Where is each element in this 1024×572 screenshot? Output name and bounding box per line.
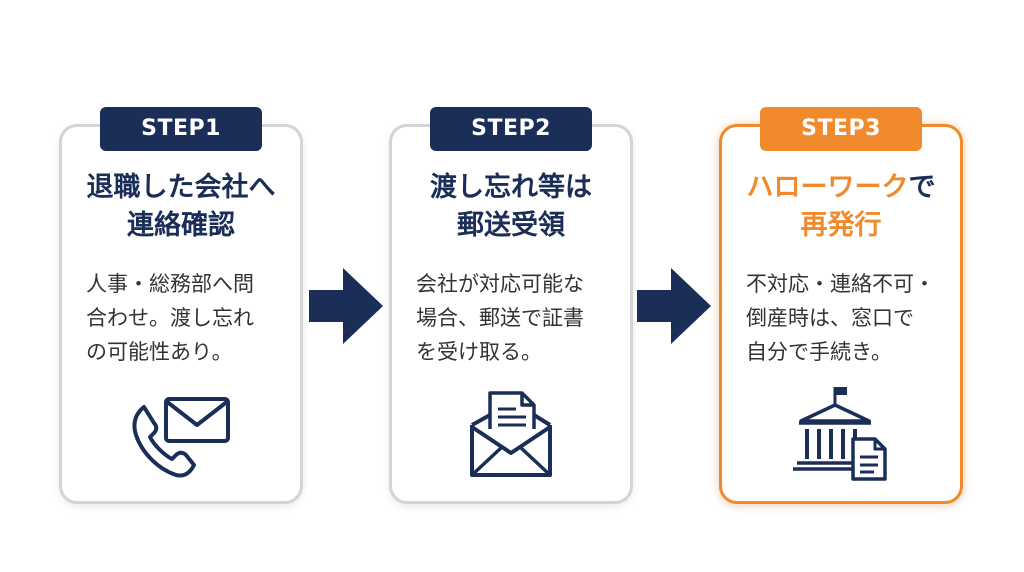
- step-1-title-line-2: 連絡確認: [127, 210, 235, 241]
- step-3-title-line-2: 再発行: [800, 210, 882, 241]
- step-1-title-line-1: 退職した会社へ: [86, 172, 276, 203]
- step-1-desc-line-3: の可能性あり。: [86, 340, 233, 364]
- step-3-title-highlight: ハローワーク: [746, 172, 909, 203]
- step-2-desc-line-1: 会社が対応可能な: [416, 272, 584, 296]
- step-3-card: STEP3 ハローワークで 再発行 不対応・連絡不可・ 倒産時は、窓口で 自分で…: [719, 107, 963, 504]
- government-building-icon: [793, 387, 887, 481]
- step-3-badge: STEP3: [760, 107, 922, 151]
- phone-mail-icon: [132, 397, 230, 478]
- step-3-description: 不対応・連絡不可・ 倒産時は、窓口で 自分で手続き。: [746, 267, 946, 369]
- step-2-badge: STEP2: [430, 107, 592, 151]
- step-3-title: ハローワークで 再発行: [728, 169, 954, 245]
- step-2-card: STEP2 渡し忘れ等は 郵送受領 会社が対応可能な 場合、郵送で証書 を受け取…: [389, 107, 633, 504]
- step-1-title: 退職した会社へ 連絡確認: [68, 169, 294, 245]
- step-2-desc-line-2: 場合、郵送で証書: [416, 306, 584, 330]
- step-2-description: 会社が対応可能な 場合、郵送で証書 を受け取る。: [416, 267, 616, 369]
- step-2-title-line-2: 郵送受領: [457, 210, 565, 241]
- step-1-card: STEP1 退職した会社へ 連絡確認 人事・総務部へ問 合わせ。渡し忘れ の可能…: [59, 107, 303, 504]
- envelope-document-icon: [470, 391, 552, 477]
- step-2-title-line-1: 渡し忘れ等は: [430, 172, 592, 203]
- arrow-right-icon: [637, 268, 711, 344]
- step-2-title: 渡し忘れ等は 郵送受領: [398, 169, 624, 245]
- step-1-badge: STEP1: [100, 107, 262, 151]
- step-1-description: 人事・総務部へ問 合わせ。渡し忘れ の可能性あり。: [86, 267, 286, 369]
- step-3-title-line-1: ハローワークで: [728, 169, 954, 207]
- step-1-desc-line-2: 合わせ。渡し忘れ: [86, 306, 254, 330]
- step-3-desc-line-3: 自分で手続き。: [746, 340, 892, 364]
- step-2-desc-line-3: を受け取る。: [416, 340, 542, 364]
- step-3-title-particle: で: [908, 172, 936, 203]
- step-3-desc-line-1: 不対応・連絡不可・: [746, 272, 935, 296]
- step-1-desc-line-1: 人事・総務部へ問: [86, 272, 254, 296]
- step-3-desc-line-2: 倒産時は、窓口で: [746, 306, 914, 330]
- arrow-right-icon: [309, 268, 383, 344]
